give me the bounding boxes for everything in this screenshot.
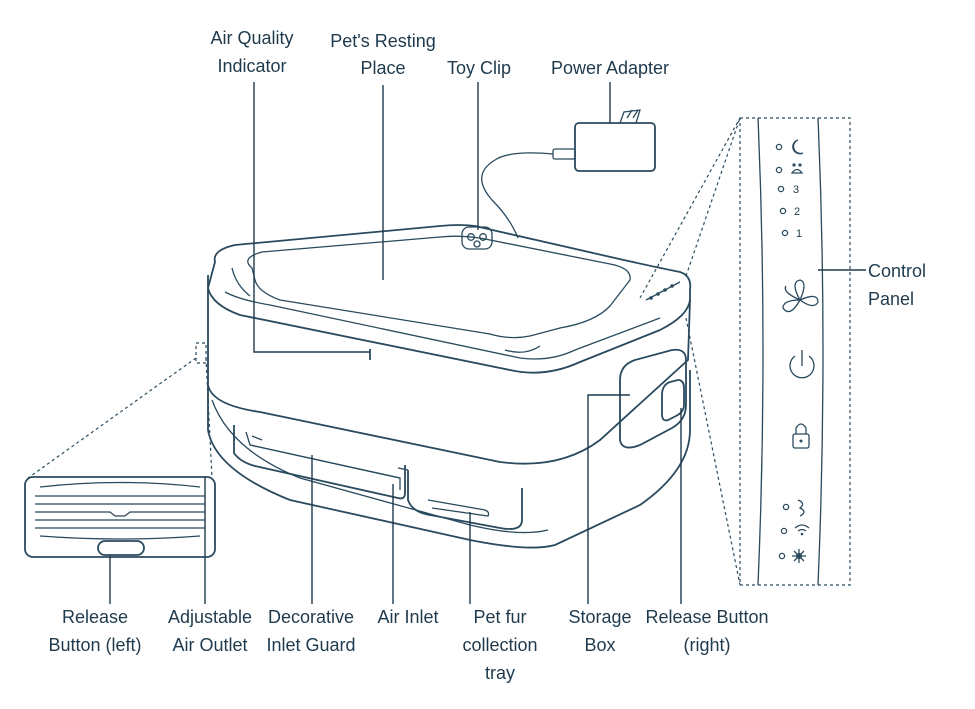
label-air-quality-1: Air Quality	[210, 28, 293, 48]
label-outlet-2: Air Outlet	[172, 635, 247, 655]
outlet-detail	[24, 357, 216, 558]
label-resting-2: Place	[360, 58, 405, 78]
labels: Air Quality Indicator Pet's Resting Plac…	[48, 28, 926, 683]
leader-lines	[109, 82, 866, 604]
label-release-left-1: Release	[62, 607, 128, 627]
label-fur-1: Pet fur	[473, 607, 526, 627]
label-fur-2: collection	[462, 635, 537, 655]
top-rim-outer	[207, 224, 692, 374]
outlet-marker	[195, 342, 207, 364]
base-bottom-edge	[211, 399, 549, 534]
power-icon	[789, 350, 815, 379]
toy-clip	[461, 226, 493, 250]
rim-inner-right	[504, 345, 541, 353]
speed-1-label: 1	[796, 228, 802, 240]
air-inlet	[233, 425, 406, 500]
fur-collection-tray	[407, 470, 523, 530]
power-adapter	[481, 109, 656, 239]
fan-icon	[782, 279, 819, 313]
label-power-adapter: Power Adapter	[551, 58, 669, 78]
resting-place	[247, 235, 631, 339]
speed-2-label: 2	[794, 206, 800, 218]
label-toy-clip: Toy Clip	[447, 58, 511, 78]
top-control-strip	[645, 281, 681, 301]
speed-3-label: 3	[793, 184, 799, 196]
moon-icon	[792, 139, 804, 155]
storage-box	[619, 348, 687, 449]
uv-light-icon	[792, 549, 806, 563]
label-guard-1: Decorative	[268, 607, 354, 627]
label-outlet-1: Adjustable	[168, 607, 252, 627]
control-panel-detail: 3 2 1	[639, 117, 851, 586]
label-storage-1: Storage	[568, 607, 631, 627]
label-fur-3: tray	[485, 663, 515, 683]
label-release-right-1: Release Button	[645, 607, 768, 627]
label-guard-2: Inlet Guard	[266, 635, 355, 655]
release-button-left	[97, 540, 145, 556]
label-storage-2: Box	[584, 635, 615, 655]
pet-bed-purifier	[195, 224, 692, 549]
wifi-icon	[794, 524, 810, 536]
upper-body	[207, 275, 691, 465]
lock-icon	[792, 423, 810, 449]
pet-paw-icon	[790, 163, 804, 174]
label-resting-1: Pet's Resting	[330, 31, 436, 51]
label-release-left-2: Button (left)	[48, 635, 141, 655]
rim-inner-left	[231, 267, 251, 297]
release-button-right	[661, 379, 685, 422]
body-seam	[397, 467, 409, 471]
base-body	[207, 370, 691, 549]
label-air-inlet: Air Inlet	[377, 607, 438, 627]
label-release-right-2: (right)	[683, 635, 730, 655]
label-control-1: Control	[868, 261, 926, 281]
label-air-quality-2: Indicator	[217, 56, 286, 76]
label-control-2: Panel	[868, 289, 914, 309]
top-rim-lip	[224, 291, 661, 360]
filter-icon	[797, 499, 805, 517]
